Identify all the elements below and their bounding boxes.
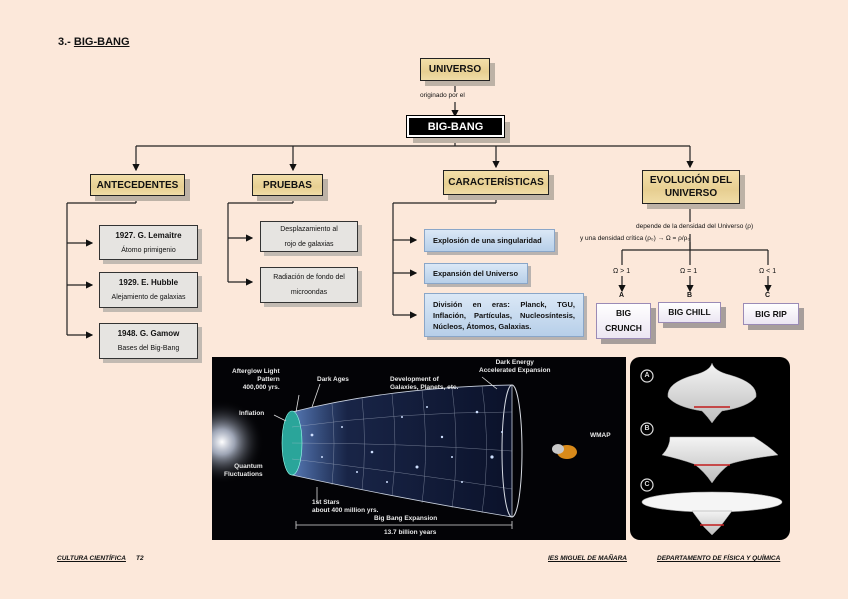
- pruebas-label: PRUEBAS: [263, 179, 312, 191]
- originado-connector-label: originado por el: [420, 92, 465, 99]
- first-stars-line: 1st Stars: [312, 499, 340, 506]
- outcome-letter: C: [765, 292, 771, 299]
- quantum-fluctuations-label: Quantum Fluctuations: [224, 463, 263, 479]
- inflation-label: Inflation: [239, 410, 265, 417]
- antecedente-item: 1948. G. Gamow Bases del Big-Bang: [99, 323, 198, 359]
- outcome-label: BIG CHILL: [668, 307, 711, 317]
- footer-unit: T2: [136, 555, 144, 562]
- section-title: BIG-BANG: [73, 36, 130, 48]
- evolucion-label: EVOLUCIÓN DEL: [649, 175, 733, 186]
- wmap-label: WMAP: [590, 432, 611, 439]
- outcome-label: BIG RIP: [755, 308, 787, 319]
- caracteristicas-box: CARACTERÍSTICAS: [443, 170, 549, 195]
- development-label: Development of Galaxies, Planets, etc.: [390, 376, 458, 392]
- critical-density-note: y una densidad crítica (ρ₀) → Ω = ρ/ρ₀: [580, 235, 691, 242]
- dark-energy-line: Dark Energy: [495, 359, 534, 366]
- section-number: 3.-: [58, 36, 71, 48]
- duration-label: 13.7 billion years: [384, 529, 437, 536]
- shape-label-a: A: [644, 372, 650, 379]
- page-title: 3.- BIG-BANG: [58, 36, 130, 48]
- afterglow-label: Afterglow Light Pattern 400,000 yrs.: [232, 368, 280, 392]
- prueba-line: Desplazamiento al: [280, 225, 338, 233]
- footer-course: CULTURA CIENTÍFICA: [57, 555, 126, 562]
- development-line: Development of: [390, 376, 439, 383]
- big-crunch-box: BIG CRUNCH: [596, 303, 651, 339]
- outcome-letter: A: [619, 292, 625, 299]
- prueba-line: microondas: [290, 289, 328, 296]
- quantum-line: Quantum: [234, 463, 263, 470]
- footer-school: IES MIGUEL DE MAÑARA: [548, 555, 627, 562]
- universo-label: UNIVERSO: [428, 64, 482, 75]
- antecedente-subtitle: Bases del Big-Bang: [117, 345, 180, 352]
- big-chill-box: BIG CHILL: [658, 302, 721, 323]
- prueba-line: rojo de galaxias: [284, 240, 334, 248]
- afterglow-line: Afterglow Light: [232, 368, 280, 375]
- shape-label-c: C: [644, 481, 650, 488]
- expansion-label: Big Bang Expansion: [374, 515, 438, 522]
- outcome-letter: B: [687, 292, 693, 299]
- prueba-line: Radiación de fondo del: [273, 274, 345, 281]
- caracteristica-item: Expansión del Universo: [424, 263, 528, 284]
- dark-energy-label: Dark Energy Accelerated Expansion: [479, 359, 551, 375]
- big-bang-box: BIG-BANG: [406, 115, 505, 138]
- evolucion-label: UNIVERSO: [664, 188, 718, 199]
- universe-timeline-image: Afterglow Light Pattern 400,000 yrs. Dar…: [212, 357, 626, 540]
- antecedentes-label: ANTECEDENTES: [96, 179, 179, 191]
- quantum-line: Fluctuations: [224, 471, 263, 478]
- development-line: Galaxies, Planets, etc.: [390, 384, 459, 391]
- shapes-illustration: [640, 362, 783, 536]
- caracteristica-item: Explosión de una singularidad: [424, 229, 555, 252]
- antecedente-item: 1929. E. Hubble Alejamiento de galaxias: [99, 272, 198, 308]
- caracteristicas-label: CARACTERÍSTICAS: [448, 177, 544, 188]
- omega-condition: Ω < 1: [759, 268, 777, 275]
- outcome-label: CRUNCH: [605, 323, 642, 333]
- afterglow-line: Pattern: [257, 376, 280, 383]
- antecedente-subtitle: Alejamiento de galaxias: [111, 294, 186, 301]
- evolucion-box: EVOLUCIÓN DEL UNIVERSO: [642, 170, 740, 204]
- antecedente-subtitle: Átomo primigenio: [121, 246, 176, 254]
- prueba-item: Desplazamiento al rojo de galaxias: [260, 221, 358, 252]
- universo-box: UNIVERSO: [420, 58, 490, 81]
- caracteristica-item: División en eras: Planck, TGU, Inflación…: [424, 293, 584, 337]
- pruebas-box: PRUEBAS: [252, 174, 323, 196]
- big-rip-box: BIG RIP: [743, 303, 799, 325]
- antecedente-title: 1929. E. Hubble: [118, 278, 179, 287]
- shape-label-b: B: [644, 425, 650, 432]
- omega-condition: Ω = 1: [680, 268, 698, 275]
- universe-shapes-image: A B C: [630, 357, 790, 540]
- dark-energy-line: Accelerated Expansion: [479, 367, 551, 374]
- antecedente-title: 1927. G. Lemaitre: [115, 230, 182, 240]
- density-note: depende de la densidad del Universo (ρ): [636, 223, 754, 230]
- antecedente-item: 1927. G. Lemaitre Átomo primigenio: [99, 225, 198, 260]
- first-stars-label: 1st Stars about 400 million yrs.: [312, 499, 378, 515]
- footer-department: DEPARTAMENTO DE FÍSICA Y QUÍMICA: [657, 555, 781, 562]
- antecedentes-box: ANTECEDENTES: [90, 174, 185, 196]
- outcome-label: BIG: [615, 308, 632, 318]
- omega-condition: Ω > 1: [613, 268, 631, 275]
- first-stars-line: about 400 million yrs.: [312, 507, 379, 514]
- prueba-item: Radiación de fondo del microondas: [260, 267, 358, 303]
- dark-ages-label: Dark Ages: [317, 376, 349, 383]
- afterglow-line: 400,000 yrs.: [242, 384, 280, 391]
- timeline-illustration: [212, 376, 577, 529]
- antecedente-title: 1948. G. Gamow: [117, 329, 180, 338]
- big-bang-label: BIG-BANG: [427, 120, 484, 133]
